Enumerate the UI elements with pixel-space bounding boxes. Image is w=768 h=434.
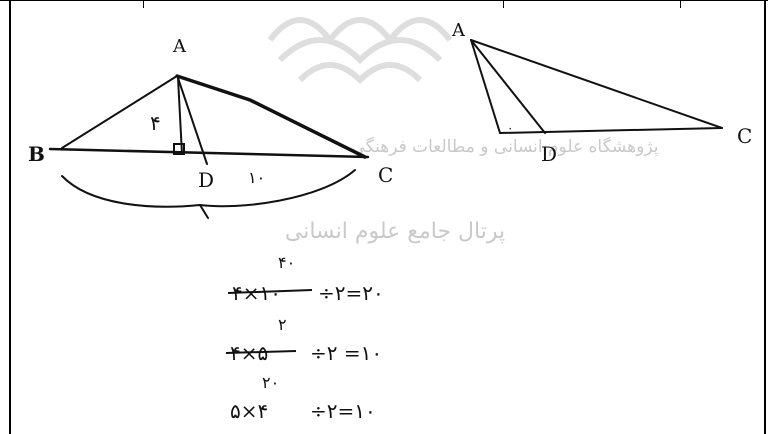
cevian-ad (177, 77, 208, 165)
line2-rest: ÷۲ =۱۰ (310, 341, 382, 365)
vertex-b-label: B (28, 142, 45, 166)
line1-rest: ÷۲=۲۰ (318, 281, 384, 305)
base-length-label: ۱۰ (248, 168, 265, 187)
border-tick (680, 0, 681, 8)
brace-tip (199, 204, 209, 219)
note-40: ۴۰ (278, 253, 295, 272)
side-ab (61, 75, 178, 149)
side-ac-right (470, 39, 723, 129)
line3-lhs: ۵×۴ (230, 399, 268, 423)
strike-line2 (225, 350, 297, 354)
note-20: ۲۰ (262, 373, 279, 392)
base-dc-right (499, 127, 723, 134)
watermark-line1: پژوهشگاه علوم انسانی و مطالعات فرهنگی (352, 136, 659, 157)
note-2: ۲ (278, 315, 287, 334)
strike-line1 (227, 289, 313, 294)
height-label: ۴ (150, 111, 161, 135)
side-ac (175, 74, 367, 159)
vertex-c-label: C (378, 163, 393, 187)
right-foot-d-label: D (541, 142, 557, 166)
border-tick (503, 0, 504, 8)
line3-rest: ÷۲=۱۰ (310, 399, 376, 423)
altitude (177, 77, 183, 155)
right-angle-label: ۰ (507, 121, 513, 135)
page-border-right (764, 0, 766, 434)
left-triangle (48, 74, 370, 219)
right-triangle (470, 39, 723, 134)
foot-d-label: D (198, 168, 214, 192)
vertex-a-label: A (172, 36, 187, 57)
base-bc (48, 147, 370, 159)
right-vertex-a-label: A (451, 20, 466, 41)
right-vertex-c-label: C (737, 124, 752, 148)
page-border-top (0, 0, 768, 1)
calculation-work: ۴۰ ۴×۱۰ ÷۲=۲۰ ۲ ۴×۵ ÷۲ =۱۰ ۲۰ ۵×۴ ÷۲=۱۰ (225, 253, 384, 423)
side-ad-right (470, 39, 501, 134)
watermark-line2: پرتال جامع علوم انسانی (285, 219, 505, 244)
page-border-left (9, 0, 11, 434)
right-angle-mark (173, 143, 185, 155)
cevian-right (470, 39, 546, 134)
border-tick (143, 0, 144, 8)
watermark-seal-icon (267, 17, 453, 85)
